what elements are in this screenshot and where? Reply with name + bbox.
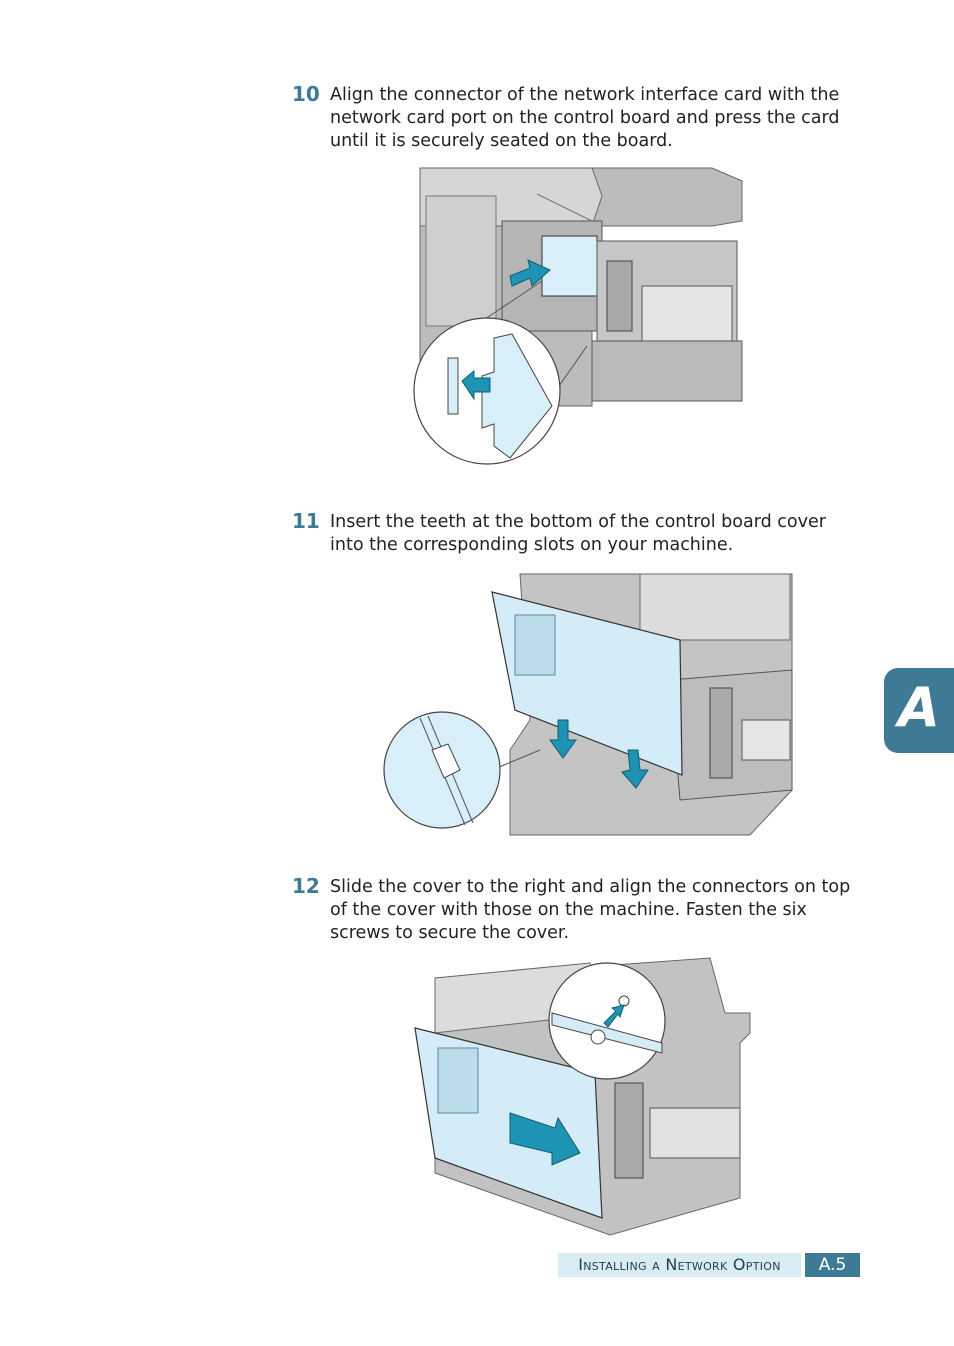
section-tab-letter: A: [898, 676, 940, 739]
step-11-number: 11: [292, 509, 320, 533]
footer-page-number: A.5: [805, 1253, 860, 1277]
step-10-number: 10: [292, 82, 320, 106]
section-tab: A: [884, 668, 954, 753]
step-11-text: Insert the teeth at the bottom of the co…: [330, 512, 826, 555]
figure-cover-slide-fasten: [414, 957, 751, 1236]
step-12-text: Slide the cover to the right and align t…: [330, 877, 851, 943]
figure-cover-teeth-insert: [383, 573, 793, 836]
step-10-text: Align the connector of the network inter…: [330, 85, 840, 151]
figure-network-card-install: [413, 167, 743, 465]
step-12-number: 12: [292, 874, 320, 898]
footer-section-title: Installing a Network Option: [558, 1253, 801, 1277]
